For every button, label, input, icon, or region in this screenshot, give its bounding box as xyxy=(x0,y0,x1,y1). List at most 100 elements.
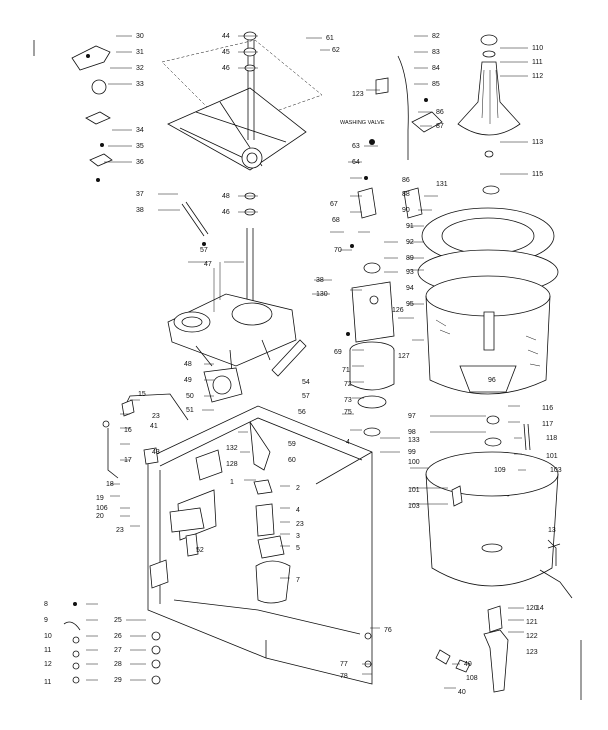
motor-bracket xyxy=(351,281,395,343)
part-label: 87 xyxy=(436,123,444,130)
part-label: 27 xyxy=(114,647,122,654)
part-label: 40 xyxy=(464,661,472,668)
part-label: 70 xyxy=(334,247,342,254)
part-label: 10 xyxy=(44,633,52,640)
part-label: 78 xyxy=(340,673,348,680)
part-label: 54 xyxy=(302,379,310,386)
part-label: 126 xyxy=(392,307,404,314)
part-label: 38 xyxy=(136,207,144,214)
part-label: 47 xyxy=(204,261,212,268)
part-label: 48 xyxy=(222,193,230,200)
brake-and-clutch xyxy=(249,421,291,604)
part-label: 23 xyxy=(152,413,160,420)
part-label: 60 xyxy=(288,457,296,464)
part-label: 62 xyxy=(332,47,340,54)
part-label: 99 xyxy=(408,449,416,456)
part-label: 121 xyxy=(526,619,538,626)
part-label: 28 xyxy=(114,661,122,668)
agitator xyxy=(457,34,521,195)
drive-arm xyxy=(271,339,307,377)
inlet-hose-parts xyxy=(102,393,205,557)
bracket-part xyxy=(71,45,111,71)
part-label: 68 xyxy=(332,217,340,224)
part-label: 117 xyxy=(542,421,553,428)
part-label: 14 xyxy=(536,605,544,612)
part-label: 32 xyxy=(136,65,144,72)
transmission-plate xyxy=(161,31,323,216)
part-label: 50 xyxy=(186,393,194,400)
part-label: 82 xyxy=(432,33,440,40)
part-label: 67 xyxy=(330,201,338,208)
part-label: 63 xyxy=(352,143,360,150)
drain-hose xyxy=(435,605,509,693)
part-label: 19 xyxy=(96,495,104,502)
outer-tub xyxy=(425,451,573,599)
part-label: 1 xyxy=(230,479,234,486)
part-label: 40 xyxy=(458,689,466,696)
part-label: 31 xyxy=(136,49,144,56)
part-label: 46 xyxy=(222,65,230,72)
part-label: 127 xyxy=(398,353,410,360)
switch-brackets xyxy=(357,176,423,219)
part-label: 13 xyxy=(548,527,556,534)
part-label: 77 xyxy=(340,661,348,668)
part-label: 9 xyxy=(44,617,48,624)
washing-valve-note: WASHING VALVE xyxy=(340,120,385,126)
part-label: 72 xyxy=(344,381,352,388)
part-label: 25 xyxy=(114,617,122,624)
part-label: 84 xyxy=(432,65,440,72)
part-label: 43 xyxy=(152,449,160,456)
part-label: 118 xyxy=(546,435,557,442)
part-label: 3 xyxy=(296,533,300,540)
part-label: 85 xyxy=(432,81,440,88)
part-label: 103 xyxy=(408,503,420,510)
part-label: 91 xyxy=(406,223,414,230)
part-label: 57 xyxy=(302,393,310,400)
part-label: 94 xyxy=(406,285,414,292)
part-label: 5 xyxy=(296,545,300,552)
part-label: 44 xyxy=(222,33,230,40)
part-label: 46 xyxy=(222,209,230,216)
drive-motor xyxy=(349,341,395,437)
part-label: 37 xyxy=(136,191,144,198)
part-label: 8 xyxy=(44,601,48,608)
part-label: 7 xyxy=(296,577,300,584)
part-label: 57 xyxy=(200,247,208,254)
part-label: 26 xyxy=(114,633,122,640)
part-label: 49 xyxy=(184,377,192,384)
part-label: 97 xyxy=(408,413,416,420)
part-label: 98 xyxy=(408,429,416,436)
water-valve xyxy=(369,55,443,160)
part-label: 33 xyxy=(136,81,144,88)
link-rod xyxy=(181,201,209,246)
part-label: 16 xyxy=(124,427,132,434)
coupling-part xyxy=(346,244,381,336)
part-label: 111 xyxy=(532,59,543,66)
part-label: 18 xyxy=(106,481,114,488)
part-label: 29 xyxy=(114,677,122,684)
part-label: 69 xyxy=(334,349,342,356)
part-label: 133 xyxy=(408,437,420,444)
part-label: 4 xyxy=(296,507,300,514)
part-label: 52 xyxy=(196,547,204,554)
leader-lines xyxy=(86,35,528,689)
part-label: 132 xyxy=(226,445,238,452)
part-label: 56 xyxy=(298,409,306,416)
part-label: 11 xyxy=(44,647,51,654)
part-label: 110 xyxy=(532,45,543,52)
part-label: 92 xyxy=(406,239,414,246)
part-label: 113 xyxy=(532,139,543,146)
fastener-set xyxy=(63,602,372,685)
part-label: 23 xyxy=(116,527,124,534)
part-label: 64 xyxy=(352,159,360,166)
part-label: 86 xyxy=(402,177,410,184)
part-label: 96 xyxy=(488,377,496,384)
part-label: 15 xyxy=(138,391,146,398)
part-label: 48 xyxy=(184,361,192,368)
part-label: 11 xyxy=(44,679,51,686)
part-label: 112 xyxy=(532,73,543,80)
part-label: 36 xyxy=(136,159,144,166)
part-label: 123 xyxy=(352,91,364,98)
part-label: 95 xyxy=(406,301,414,308)
